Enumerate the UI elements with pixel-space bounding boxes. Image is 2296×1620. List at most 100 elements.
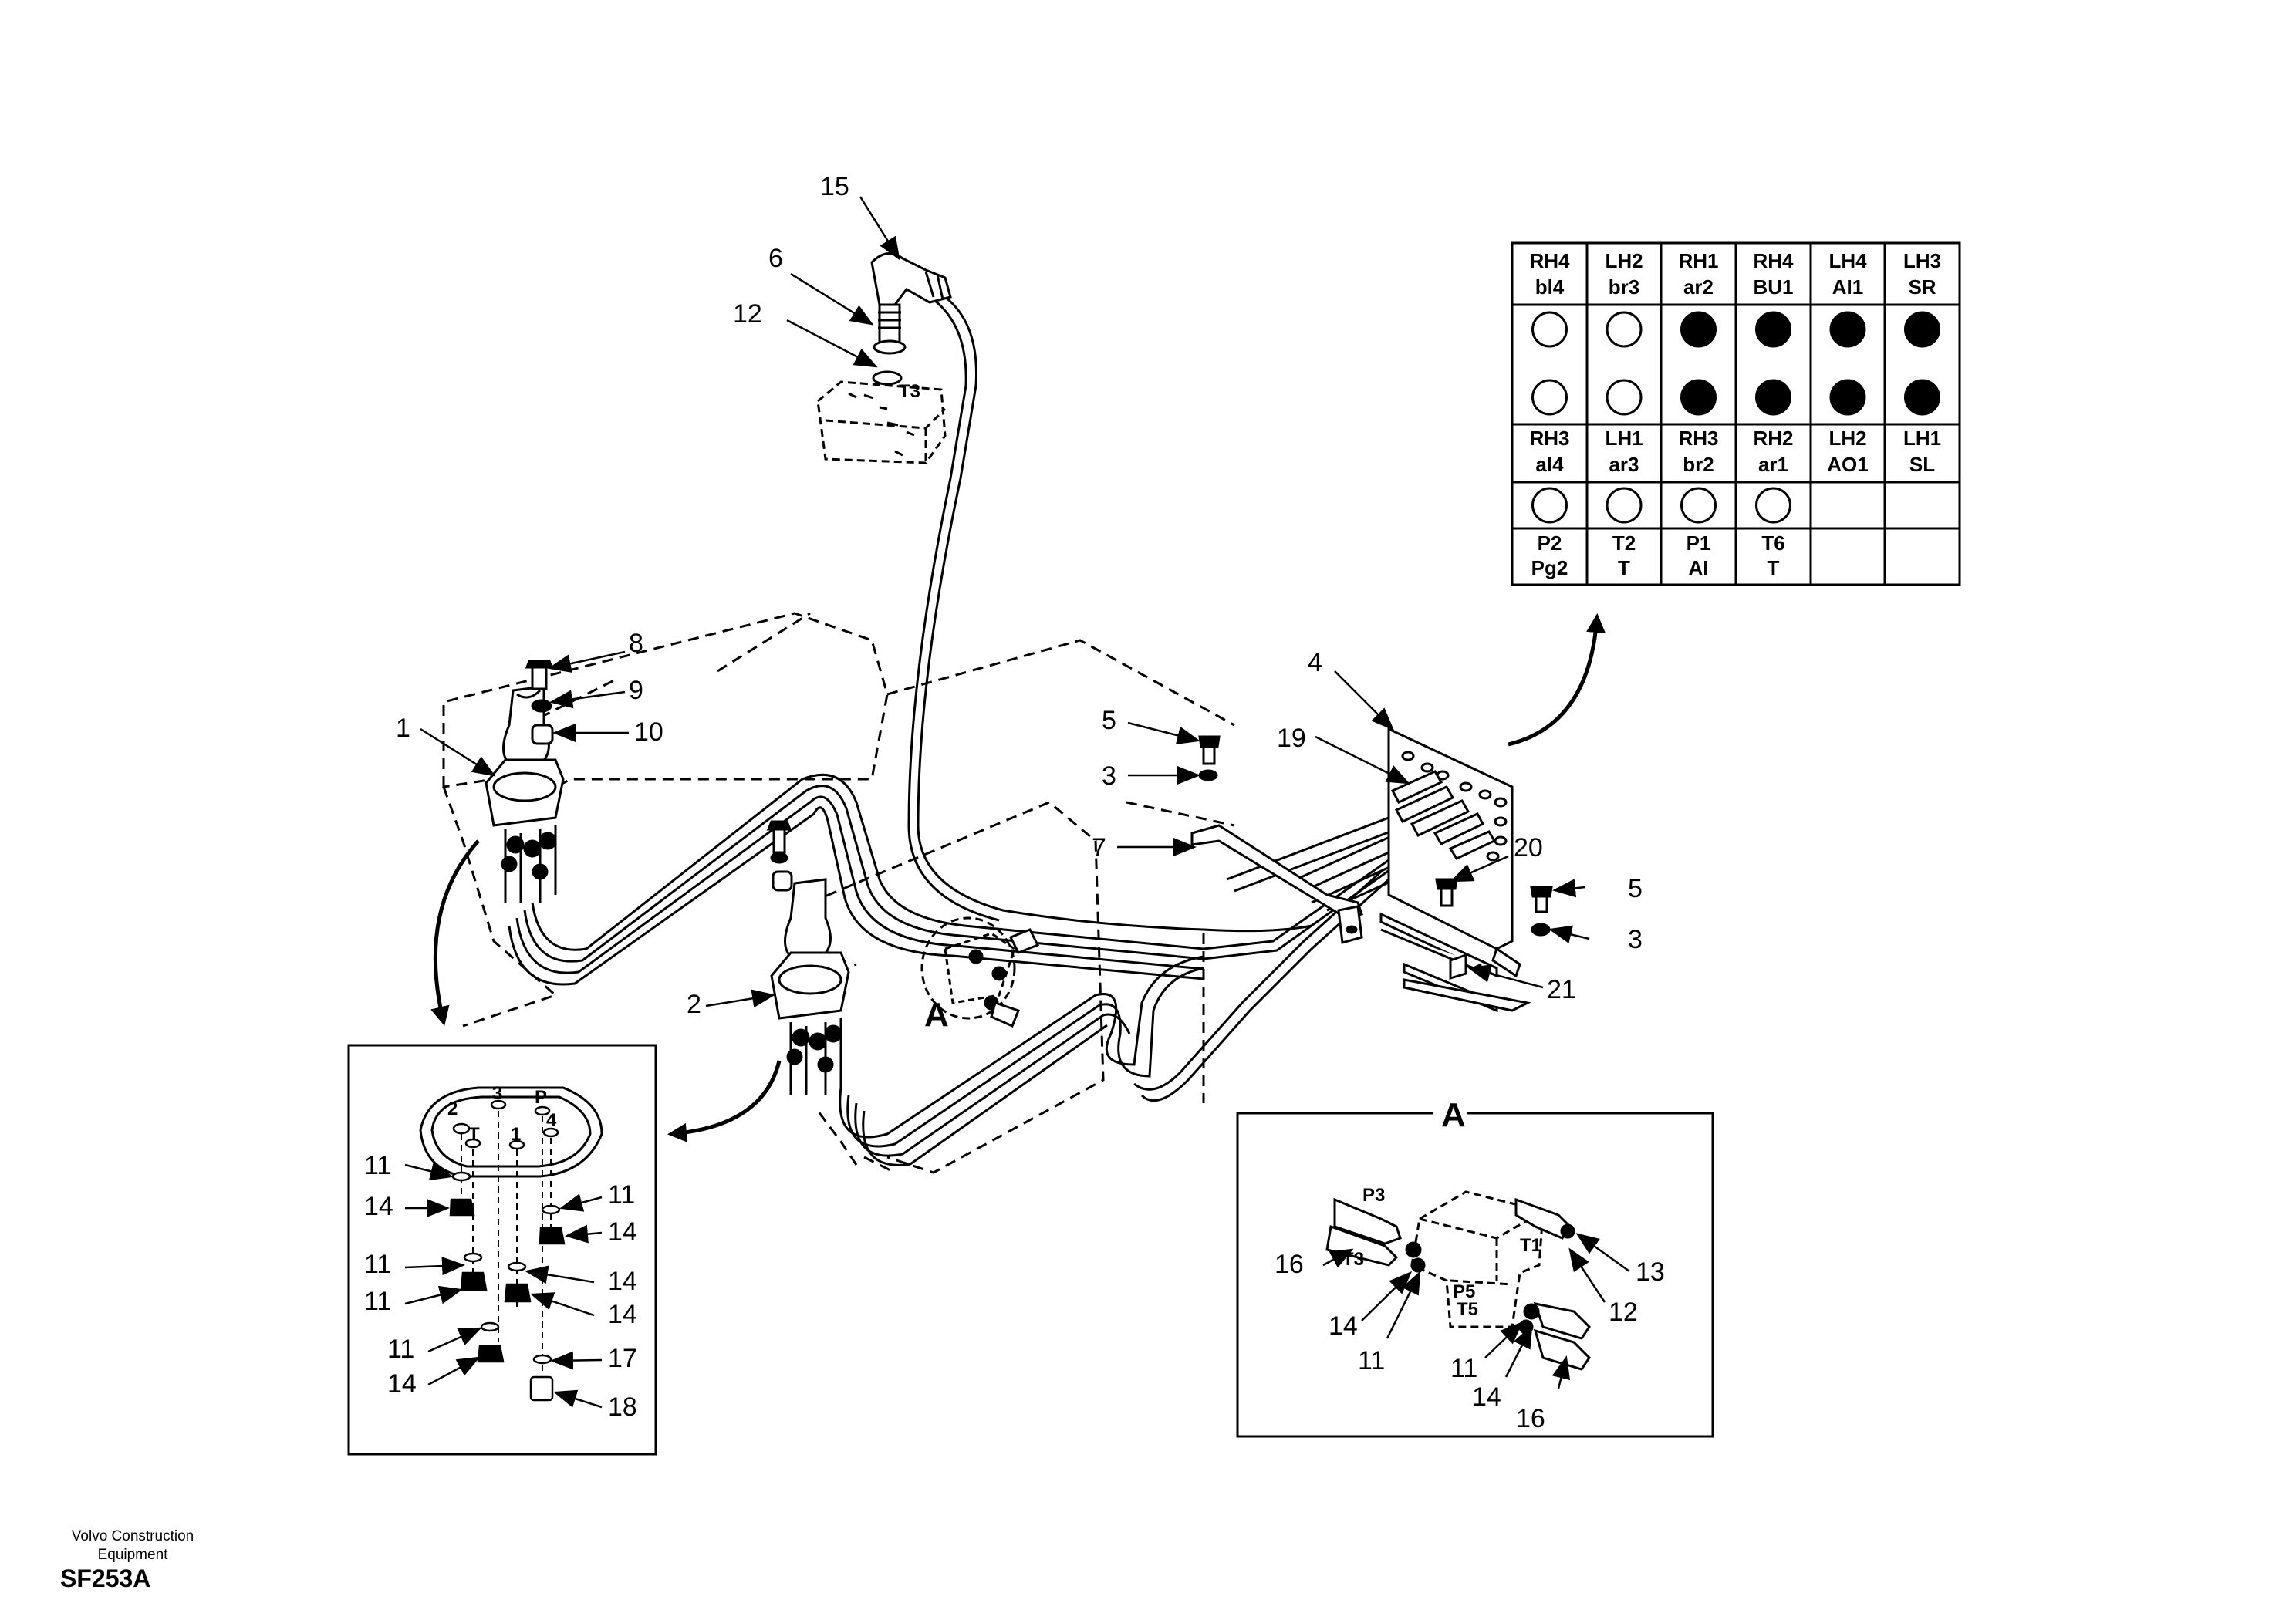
left-detail-callout: 14 <box>608 1267 637 1296</box>
table-code: RH3 <box>1678 427 1718 450</box>
hose-bundle-left <box>508 773 1204 986</box>
detail-A-callout: 14 <box>1472 1382 1501 1412</box>
leader-lines <box>420 196 1590 1008</box>
table-code: P1 <box>1687 532 1711 555</box>
bolt-5-upper <box>1198 735 1221 781</box>
strip-21 <box>1379 912 1531 1013</box>
hose-bundle-right <box>839 859 1393 1166</box>
left-detail-callout: 14 <box>387 1369 417 1399</box>
connector-pin-filled <box>1829 311 1866 348</box>
callout-6: 6 <box>768 244 783 273</box>
main-callouts: 15 6 12 8 9 10 1 5 3 19 4 7 20 5 3 21 2 … <box>396 172 1643 1034</box>
company-name: Volvo Construction Equipment <box>63 1527 202 1564</box>
table-code: P2 <box>1538 532 1562 555</box>
table-code: br3 <box>1609 275 1639 299</box>
table-code: LH1 <box>1605 427 1643 450</box>
table-code: BU1 <box>1753 275 1793 299</box>
detail-A-callout: 16 <box>1516 1404 1545 1433</box>
left-detail-callout: 14 <box>364 1192 393 1221</box>
left-detail-callout: 17 <box>608 1344 637 1373</box>
detail-A-callout: 11 <box>1450 1354 1477 1383</box>
table-code: ar3 <box>1609 453 1639 476</box>
callout-5-lower: 5 <box>1628 874 1643 903</box>
callout-10: 10 <box>634 717 663 747</box>
table-code: RH3 <box>1529 427 1569 450</box>
table-code: ar2 <box>1683 275 1714 299</box>
connector-pin-filled <box>1680 311 1717 348</box>
callout-9: 9 <box>629 676 643 705</box>
clamp-7 <box>1190 824 1363 944</box>
detail-A-title: A <box>1441 1096 1466 1134</box>
top-valve-block <box>816 380 947 464</box>
table-code: br2 <box>1683 453 1714 476</box>
port-label-3: 3 <box>492 1083 502 1104</box>
callout-1: 1 <box>396 714 410 743</box>
connector-pin-open <box>1680 487 1717 524</box>
table-code: SR <box>1908 275 1936 299</box>
detail-A-port-t1: T1 <box>1520 1235 1541 1256</box>
port-label-4: 4 <box>546 1110 557 1131</box>
port-label-2: 2 <box>447 1099 458 1119</box>
table-code: LH1 <box>1903 427 1941 450</box>
connector-pin-filled <box>1829 379 1866 416</box>
connector-pin-open <box>1531 487 1568 524</box>
left-detail-callout: 11 <box>364 1250 391 1279</box>
connector-pin-open <box>1606 311 1643 348</box>
connector-pin-open <box>1531 379 1568 416</box>
table-code: LH3 <box>1903 249 1941 272</box>
connector-pin-open <box>1531 311 1568 348</box>
left-detail-callout: 11 <box>364 1287 391 1316</box>
top-valve-marks <box>848 392 915 457</box>
connector-pin-open <box>1606 487 1643 524</box>
elbow-fitting-15 <box>870 252 952 306</box>
callout-21: 21 <box>1547 975 1576 1004</box>
detail-A-port-p5: P5 <box>1453 1281 1475 1302</box>
table-code: SL <box>1909 453 1935 476</box>
hose-end-fittings-19 <box>1390 770 1497 860</box>
callout-7: 7 <box>1092 833 1106 862</box>
detail-A-callout: 12 <box>1609 1298 1638 1327</box>
connector-pin-open <box>1606 379 1643 416</box>
table-code: AI <box>1689 556 1709 579</box>
curved-arrows <box>430 613 1606 1142</box>
detail-A-callout: 11 <box>1358 1346 1385 1375</box>
connector-pin-open <box>1755 487 1791 524</box>
detail-A-port-p3: P3 <box>1362 1185 1385 1206</box>
adapter-6 <box>873 303 907 355</box>
table-code: LH2 <box>1605 249 1643 272</box>
callout-15: 15 <box>820 172 849 201</box>
company-line-2: Equipment <box>97 1547 168 1563</box>
callout-3-upper: 3 <box>1102 761 1116 791</box>
callout-4: 4 <box>1308 648 1322 677</box>
table-code: T <box>1618 556 1630 579</box>
connector-pin-filled <box>1755 379 1791 416</box>
callout-19: 19 <box>1277 724 1306 753</box>
table-code: LH4 <box>1828 249 1867 272</box>
table-code: AO1 <box>1827 453 1868 476</box>
table-code: RH4 <box>1753 249 1794 272</box>
callout-5-upper: 5 <box>1102 706 1116 735</box>
valve-A-center <box>920 916 1040 1028</box>
detail-A-callout: 16 <box>1275 1250 1304 1279</box>
detail-A-port-t5: T5 <box>1457 1299 1478 1320</box>
table-code: AI1 <box>1832 275 1863 299</box>
left-detail-callout: 18 <box>608 1392 637 1422</box>
callout-12: 12 <box>733 299 762 329</box>
left-detail-callout: 11 <box>387 1335 414 1364</box>
company-line-1: Volvo Construction <box>71 1528 194 1544</box>
left-detail-callout: 14 <box>608 1217 637 1247</box>
port-label-1: 1 <box>511 1124 521 1145</box>
callout-3-lower: 3 <box>1628 925 1643 954</box>
left-detail-callout: 14 <box>608 1300 637 1329</box>
top-valve-port-t3: T3 <box>899 381 920 402</box>
table-code: T2 <box>1612 532 1636 555</box>
table-row-top-connectors <box>1531 311 1940 416</box>
table-row-lower-connectors <box>1531 487 1791 524</box>
callout-2: 2 <box>687 990 701 1019</box>
o-ring-12 <box>872 370 903 386</box>
joystick-1-bolt-items <box>525 660 554 745</box>
